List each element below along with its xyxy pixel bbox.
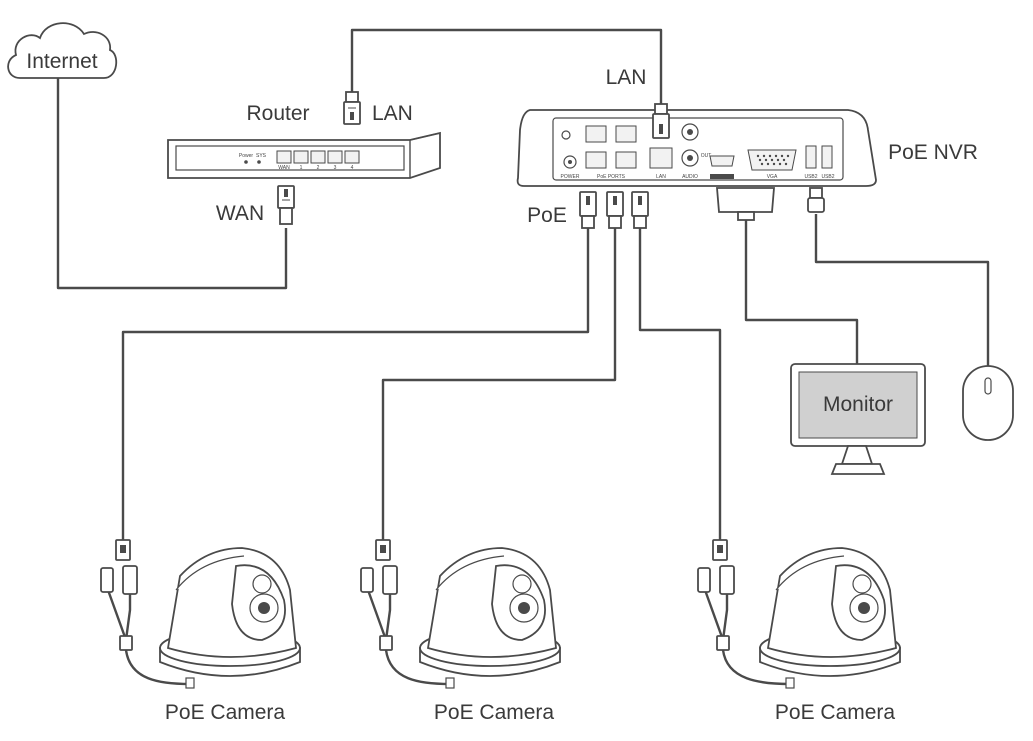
nvr-poe-ports-label: PoE PORTS: [597, 174, 626, 180]
monitor-stand: [830, 463, 886, 475]
rj45-plug-poe-2: [606, 191, 624, 229]
router-port-2-label: 2: [317, 165, 320, 171]
camera-1-connectors: [100, 539, 191, 686]
router-lan-port-2: [310, 150, 326, 164]
camera-2-label: PoE Camera: [434, 701, 555, 724]
poe-nvr: POWER PoE PORTS LAN OUT AUDIO VGA USB2 U: [516, 109, 978, 187]
monitor-screen: [798, 371, 918, 439]
router-wan-port-label: WAN: [278, 165, 290, 171]
nvr-usb-port-1: [805, 145, 817, 169]
poe-camera-3: PoE Camera: [697, 539, 901, 724]
mouse-icon: [962, 365, 1014, 441]
cable-nvr-poe1-to-camera-1: [121, 228, 590, 540]
nvr-audio-label: AUDIO: [682, 174, 698, 180]
poe-label: PoE: [527, 204, 567, 227]
cable-nvr-hdmi-to-monitor: [744, 210, 859, 364]
cable-nvr-usb-to-mouse: [814, 214, 990, 366]
camera-3-sensor: [852, 574, 872, 594]
camera-3-connectors: [697, 539, 791, 686]
hdmi-plug: [716, 187, 775, 221]
internet-cloud: Internet: [7, 22, 118, 79]
nvr-usb-label-1: USB2: [804, 174, 817, 180]
nvr-hdmi-logo: [710, 174, 734, 179]
nvr-power-label: POWER: [561, 174, 580, 180]
monitor-neck: [840, 445, 874, 465]
router-lan-port-1: [293, 150, 309, 164]
cable-router-lan-to-nvr-lan: [350, 28, 663, 104]
nvr-lan-port: [649, 147, 673, 169]
nvr-poe-port-1: [585, 125, 607, 143]
nvr-lan-label: LAN: [606, 66, 647, 89]
cables: [56, 28, 990, 540]
router-lan-port-3: [327, 150, 343, 164]
poe-camera-1: PoE Camera: [100, 539, 301, 724]
router-power-label: Power: [239, 153, 254, 159]
router-lan-port-4: [344, 150, 360, 164]
nvr-lan-port-label: LAN: [656, 174, 666, 180]
router-port-4-label: 4: [351, 165, 354, 171]
camera-3-label: PoE Camera: [775, 701, 896, 724]
monitor-label: Monitor: [823, 393, 893, 416]
router-lan-label: LAN: [372, 102, 413, 125]
router-port-1-label: 1: [300, 165, 303, 171]
rj45-plug-poe-1: [579, 191, 597, 229]
internet-label: Internet: [26, 50, 97, 73]
camera-2-sensor: [512, 574, 532, 594]
cloud-icon: [7, 22, 118, 79]
rj45-plug-router-wan: [277, 185, 295, 225]
nvr-poe-port-4: [615, 151, 637, 169]
poe-camera-2: PoE Camera: [360, 539, 561, 724]
usb-plug: [807, 187, 825, 213]
camera-1-label: PoE Camera: [165, 701, 286, 724]
nvr-vga-label: VGA: [767, 174, 778, 180]
nvr-usb-port-2: [821, 145, 833, 169]
camera-1-sensor: [252, 574, 272, 594]
cable-nvr-poe3-to-camera-3: [638, 228, 722, 540]
cable-nvr-poe2-to-camera-2: [381, 228, 617, 540]
router-port-3-label: 3: [334, 165, 337, 171]
router-wan-port: [276, 150, 292, 164]
nvr-hdmi-port: [709, 155, 735, 167]
camera-2-connectors: [360, 539, 451, 686]
router-wan-label: WAN: [216, 202, 264, 225]
monitor: Monitor: [790, 363, 926, 475]
router-label: Router: [246, 102, 309, 125]
router-sys-label: SYS: [256, 153, 267, 159]
rj45-plug-nvr-lan: [652, 103, 670, 139]
nvr-poe-port-2: [615, 125, 637, 143]
nvr-audio-out-label: OUT: [701, 153, 712, 159]
cable-internet-to-router-wan: [56, 78, 288, 290]
rj45-plug-poe-3: [631, 191, 649, 229]
nvr-poe-port-3: [585, 151, 607, 169]
rj45-plug-router-lan: [343, 91, 361, 125]
nvr-usb-label-2: USB2: [821, 174, 834, 180]
nvr-label: PoE NVR: [888, 141, 978, 164]
router: Power SYS WAN 1 2 3 4 Router: [167, 102, 441, 179]
